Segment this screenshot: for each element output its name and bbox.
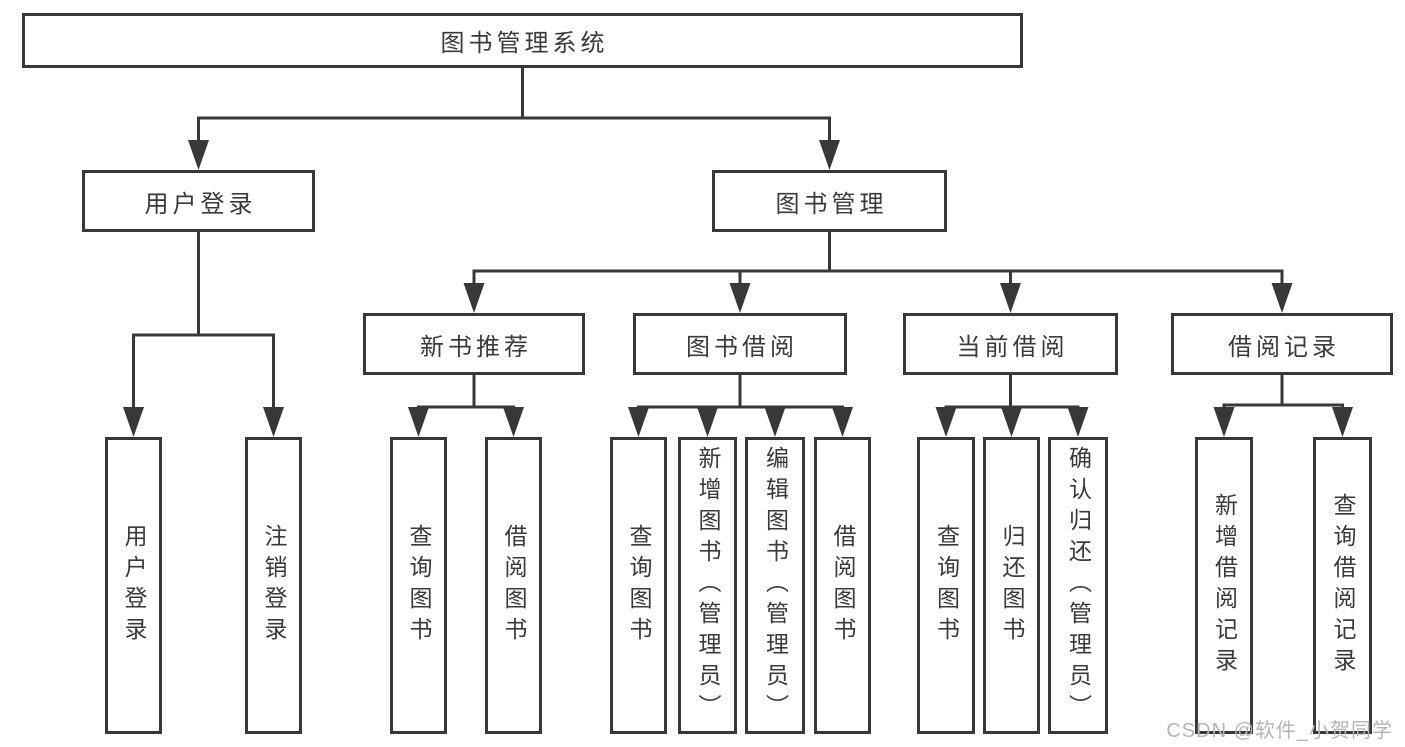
node-user-login-label: 用户登录 (144, 190, 257, 218)
node-new-book-recommend: 新书推荐 (363, 313, 585, 375)
node-root-label: 图书管理系统 (440, 30, 609, 57)
node-borrowing-records: 借阅记录 (1171, 313, 1393, 375)
leaf-return-books-label: 归还图书 (999, 523, 1025, 648)
leaf-borrow-books-recommend: 借阅图书 (485, 437, 542, 734)
leaf-add-books-admin-label: 新增图书（管理员） (695, 446, 721, 725)
leaf-confirm-return-admin: 确认归还（管理员） (1048, 437, 1108, 734)
leaf-borrow-books: 借阅图书 (814, 437, 871, 734)
node-new-book-recommend-label: 新书推荐 (420, 333, 532, 361)
node-root: 图书管理系统 (22, 13, 1023, 68)
leaf-query-books-recommend-label: 查询图书 (406, 523, 432, 648)
leaf-query-borrow-record-label: 查询借阅记录 (1330, 492, 1356, 679)
leaf-query-books-current: 查询图书 (917, 437, 975, 734)
leaf-borrow-books-label: 借阅图书 (830, 523, 856, 648)
leaf-query-books-borrowing: 查询图书 (610, 437, 667, 734)
leaf-query-books-borrowing-label: 查询图书 (626, 523, 652, 648)
node-borrowing-records-label: 借阅记录 (1228, 333, 1340, 361)
leaf-logout-label: 注销登录 (261, 523, 287, 648)
leaf-query-books-current-label: 查询图书 (933, 523, 960, 648)
leaf-return-books: 归还图书 (983, 437, 1040, 734)
leaf-user-login-label: 用户登录 (121, 523, 147, 648)
leaf-confirm-return-admin-label: 确认归还（管理员） (1065, 446, 1092, 725)
leaf-edit-books-admin-label: 编辑图书（管理员） (762, 446, 789, 725)
leaf-query-books-recommend: 查询图书 (390, 437, 447, 734)
leaf-add-books-admin: 新增图书（管理员） (678, 437, 737, 734)
leaf-query-borrow-record: 查询借阅记录 (1313, 437, 1372, 734)
node-user-login: 用户登录 (82, 170, 315, 232)
csdn-watermark: CSDN @软件_小贺同学 (1166, 720, 1393, 742)
leaf-borrow-books-recommend-label: 借阅图书 (501, 523, 527, 648)
node-book-management: 图书管理 (712, 170, 947, 232)
leaf-edit-books-admin: 编辑图书（管理员） (745, 437, 805, 734)
node-current-borrowing: 当前借阅 (903, 313, 1118, 375)
leaf-user-login: 用户登录 (105, 437, 162, 734)
node-book-borrowing-label: 图书借阅 (686, 333, 798, 361)
leaf-add-borrow-record: 新增借阅记录 (1195, 437, 1253, 734)
node-current-borrowing-label: 当前借阅 (956, 333, 1069, 361)
node-book-management-label: 图书管理 (775, 190, 888, 218)
leaf-logout: 注销登录 (245, 437, 302, 734)
node-book-borrowing: 图书借阅 (633, 313, 847, 375)
leaf-add-borrow-record-label: 新增借阅记录 (1211, 492, 1238, 679)
